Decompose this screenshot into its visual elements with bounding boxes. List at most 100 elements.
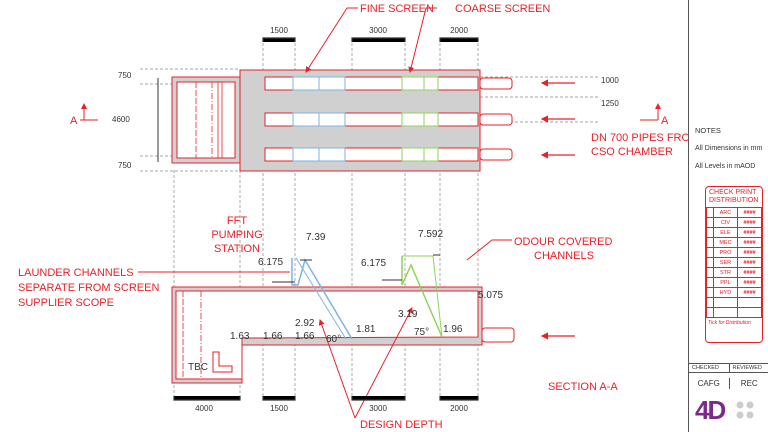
empty-cell bbox=[712, 297, 738, 308]
dim-bottom-3000: 3000 bbox=[369, 404, 387, 413]
level-fine-launder: 6.175 bbox=[258, 257, 283, 268]
angle-fine: 60° bbox=[326, 334, 341, 345]
empty-cell bbox=[736, 297, 763, 308]
dim-1500: 1500 bbox=[270, 26, 288, 35]
section-mark-left: A bbox=[70, 115, 78, 127]
discipline-code: PPL bbox=[712, 277, 738, 288]
discipline-code: ARC bbox=[712, 207, 738, 218]
level-wl-coarse: 3.19 bbox=[398, 309, 418, 320]
dim-left-750-bottom: 750 bbox=[118, 161, 132, 170]
engineering-drawing: 1500 3000 2000 750 4600 750 1000 1250 FI… bbox=[18, 3, 699, 431]
discipline-value: #### bbox=[736, 287, 763, 298]
dim-bottom-4000: 4000 bbox=[195, 404, 213, 413]
discipline-value: #### bbox=[736, 237, 763, 248]
discipline-value: #### bbox=[736, 277, 763, 288]
discipline-code: MEC bbox=[712, 237, 738, 248]
tick-box[interactable] bbox=[706, 287, 714, 298]
tick-box[interactable] bbox=[706, 267, 714, 278]
tick-box[interactable] bbox=[706, 227, 714, 238]
discipline-code: SER bbox=[712, 257, 738, 268]
tick-box[interactable] bbox=[706, 307, 714, 318]
dim-right-1250: 1250 bbox=[601, 99, 619, 108]
discipline-value: #### bbox=[736, 207, 763, 218]
discipline-value: #### bbox=[736, 217, 763, 228]
check-print-distribution: CHECK PRINT DISTRIBUTION ARC####CIV####E… bbox=[705, 186, 763, 343]
section-title: SECTION A-A bbox=[548, 381, 618, 393]
tick-box[interactable] bbox=[706, 297, 714, 308]
pipes-label-2: CSO CHAMBER bbox=[591, 146, 673, 158]
level-coarse-launder: 6.175 bbox=[361, 258, 386, 269]
logo-dots-icon bbox=[736, 401, 754, 419]
level-inv-1: 1.63 bbox=[230, 331, 250, 342]
discipline-value: #### bbox=[736, 227, 763, 238]
fft-label-2: PUMPING bbox=[211, 229, 262, 241]
level-inv-5: 1.96 bbox=[443, 324, 463, 335]
tick-note: Tick for Distribution bbox=[708, 320, 751, 326]
dim-2000: 2000 bbox=[450, 26, 468, 35]
distribution-row: PPL#### bbox=[706, 277, 763, 288]
pipes-label-1: DN 700 PIPES FROM bbox=[591, 132, 688, 144]
distribution-row: ARC#### bbox=[706, 207, 763, 218]
discipline-value: #### bbox=[736, 267, 763, 278]
empty-cell bbox=[736, 307, 763, 318]
distribution-row: PRO#### bbox=[706, 247, 763, 258]
design-depth-label: DESIGN DEPTH bbox=[360, 419, 443, 431]
launder-label-1: LAUNDER CHANNELS bbox=[18, 267, 134, 279]
reviewed-by: REC bbox=[740, 378, 758, 388]
fine-screen-label: FINE SCREEN bbox=[360, 3, 434, 15]
check-print-title: CHECK PRINT DISTRIBUTION bbox=[709, 189, 759, 204]
odour-label-1: ODOUR COVERED bbox=[514, 236, 612, 248]
tick-box[interactable] bbox=[706, 237, 714, 248]
note-dimensions: All Dimensions in mm bbox=[695, 145, 763, 152]
tick-box[interactable] bbox=[706, 247, 714, 258]
distribution-row: STR#### bbox=[706, 267, 763, 278]
level-inv-3: 1.66 bbox=[295, 331, 315, 342]
level-wl-fine: 2.92 bbox=[295, 318, 315, 329]
level-coarse-top: 7.592 bbox=[418, 229, 443, 240]
distribution-row: MEC#### bbox=[706, 237, 763, 248]
fft-label-3: STATION bbox=[214, 243, 260, 255]
notes-title: NOTES bbox=[695, 126, 721, 135]
title-block-panel: NOTES All Dimensions in mm All Levels in… bbox=[688, 0, 768, 432]
launder-label-2: SEPARATE FROM SCREEN bbox=[18, 282, 159, 294]
tick-box[interactable] bbox=[706, 207, 714, 218]
tick-box[interactable] bbox=[706, 277, 714, 288]
plan-view bbox=[171, 69, 575, 172]
distribution-row-empty bbox=[706, 307, 763, 318]
level-inv-4: 1.81 bbox=[356, 324, 376, 335]
distribution-row: CIV#### bbox=[706, 217, 763, 228]
discipline-code: HYD bbox=[712, 287, 738, 298]
discipline-value: #### bbox=[736, 247, 763, 258]
tick-box[interactable] bbox=[706, 217, 714, 228]
odour-label-2: CHANNELS bbox=[534, 250, 594, 262]
distribution-row: ELE#### bbox=[706, 227, 763, 238]
dim-left-750-top: 750 bbox=[118, 71, 132, 80]
level-inv-2: 1.66 bbox=[263, 331, 283, 342]
note-levels: All Levels in mAOD bbox=[695, 163, 756, 170]
distribution-table: ARC####CIV####ELE####MEC####PRO####SER##… bbox=[706, 207, 763, 318]
tick-box[interactable] bbox=[706, 257, 714, 268]
tbc-label: TBC bbox=[188, 362, 208, 373]
discipline-code: STR bbox=[712, 267, 738, 278]
discipline-code: PRO bbox=[712, 247, 738, 258]
discipline-code: CIV bbox=[712, 217, 738, 228]
checked-label: CHECKED bbox=[689, 364, 730, 372]
level-roof: 5.075 bbox=[478, 290, 503, 301]
fft-label-1: FFT bbox=[227, 215, 247, 227]
coarse-screen-label: COARSE SCREEN bbox=[455, 3, 550, 15]
reviewed-label: REVIEWED bbox=[732, 365, 762, 371]
distribution-row: HYD#### bbox=[706, 287, 763, 298]
distribution-row-empty bbox=[706, 297, 763, 308]
angle-coarse: 75° bbox=[414, 327, 429, 338]
dim-bottom-1500: 1500 bbox=[270, 404, 288, 413]
checked-by: CAFG bbox=[689, 377, 730, 389]
discipline-code: ELE bbox=[712, 227, 738, 238]
dim-right-1000: 1000 bbox=[601, 76, 619, 85]
launder-label-3: SUPPLIER SCOPE bbox=[18, 297, 114, 309]
discipline-value: #### bbox=[736, 257, 763, 268]
company-logo: 4D bbox=[695, 395, 726, 425]
section-mark-right: A bbox=[661, 115, 669, 127]
section-view bbox=[171, 254, 575, 384]
